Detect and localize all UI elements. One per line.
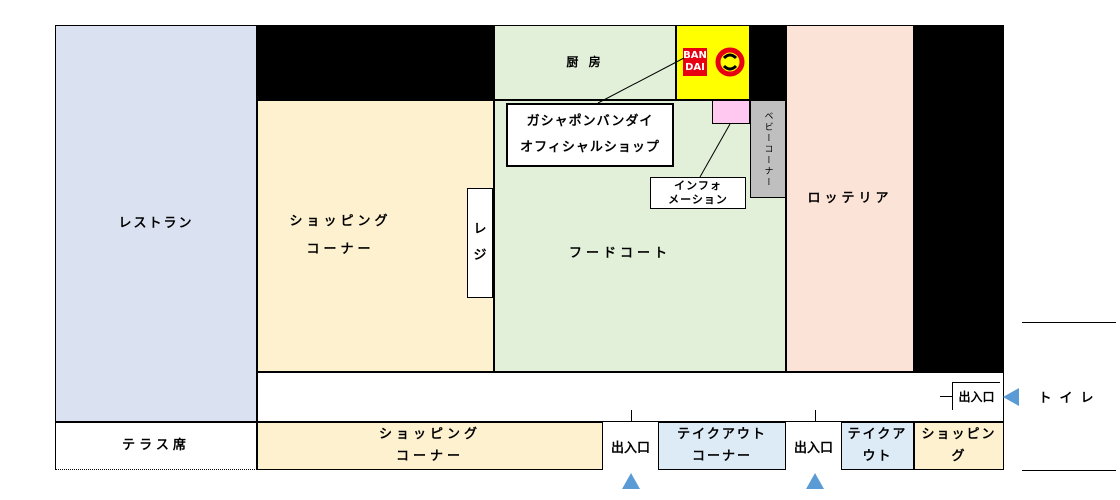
entrance-2: 出入口: [786, 422, 841, 470]
shopping-bottom-right-zone: ショッピン グ: [914, 422, 1004, 470]
entrance-1: 出入口: [603, 422, 658, 470]
dark-area-top: [257, 25, 494, 100]
toilet-wall-top: [1022, 322, 1116, 323]
entrance-1-label: 出入口: [610, 440, 650, 456]
kitchen-label: 厨 房: [566, 55, 604, 69]
kitchen-zone: 厨 房: [494, 25, 676, 100]
restaurant-label: レストラン: [118, 215, 194, 231]
gashapon-callout-label: ガシャポンバンダイ オフィシャルショップ: [520, 114, 660, 155]
entrance-right-arrow: [1003, 388, 1019, 406]
register-label: レ ジ: [473, 222, 487, 263]
shopping-corner-label: ショッピング コーナー: [289, 214, 392, 257]
terrace-zone: テラス席: [55, 422, 257, 470]
takeout-1-zone: テイクアウト コーナー: [658, 422, 786, 470]
entrance-2-arrow: [806, 473, 824, 489]
toilet-label: トイレ: [1038, 390, 1102, 406]
takeout-2-label: テイクア ウト: [847, 427, 908, 464]
toilet-wall-bottom: [1022, 470, 1116, 471]
information-callout-label: インフォ メーション: [668, 179, 728, 206]
entrance-right-label: 出入口: [958, 390, 995, 404]
baby-corner-label: ベビーコーナー: [762, 110, 773, 188]
entrance-right: 出入口: [952, 382, 1000, 410]
bandai-logo: BAN DAI: [683, 48, 707, 76]
entrance-2-tick: [815, 410, 816, 422]
bandai-logo-box: BAN DAI: [676, 25, 750, 100]
information-desk: [712, 100, 750, 124]
bandai-logo-bottom: DAI: [685, 62, 705, 73]
gashapon-callout: ガシャポンバンダイ オフィシャルショップ: [506, 103, 674, 167]
entrance-1-tick: [631, 410, 632, 422]
takeout-2-zone: テイクア ウト: [841, 422, 914, 470]
baby-corner-zone: ベビーコーナー: [750, 100, 786, 198]
food-court-label: フードコート: [568, 245, 671, 261]
gashapon-capsule-icon: [715, 47, 745, 77]
shopping-corner-zone: ショッピング コーナー: [257, 100, 494, 372]
toilet-zone: トイレ: [1030, 382, 1110, 410]
entrance-1-arrow: [622, 473, 640, 489]
shopping-bottom-zone: ショッピング コーナー: [257, 422, 603, 470]
entrance-right-tick: [940, 396, 952, 397]
terrace-label: テラス席: [122, 438, 190, 453]
dark-area-top-right: [750, 25, 786, 100]
takeout-1-label: テイクアウト コーナー: [677, 427, 767, 464]
lotteria-label: ロッテリア: [807, 190, 893, 206]
bandai-logo-top: BAN: [683, 50, 707, 61]
register-zone: レ ジ: [467, 188, 493, 298]
shopping-bottom-label: ショッピング コーナー: [378, 427, 481, 464]
shopping-bottom-right-label: ショッピン グ: [921, 427, 997, 464]
lotteria-zone: ロッテリア: [786, 25, 914, 372]
dark-area-right: [914, 25, 1004, 372]
restaurant-zone: レストラン: [55, 25, 257, 422]
entrance-2-label: 出入口: [793, 440, 833, 456]
information-callout: インフォ メーション: [650, 177, 746, 209]
